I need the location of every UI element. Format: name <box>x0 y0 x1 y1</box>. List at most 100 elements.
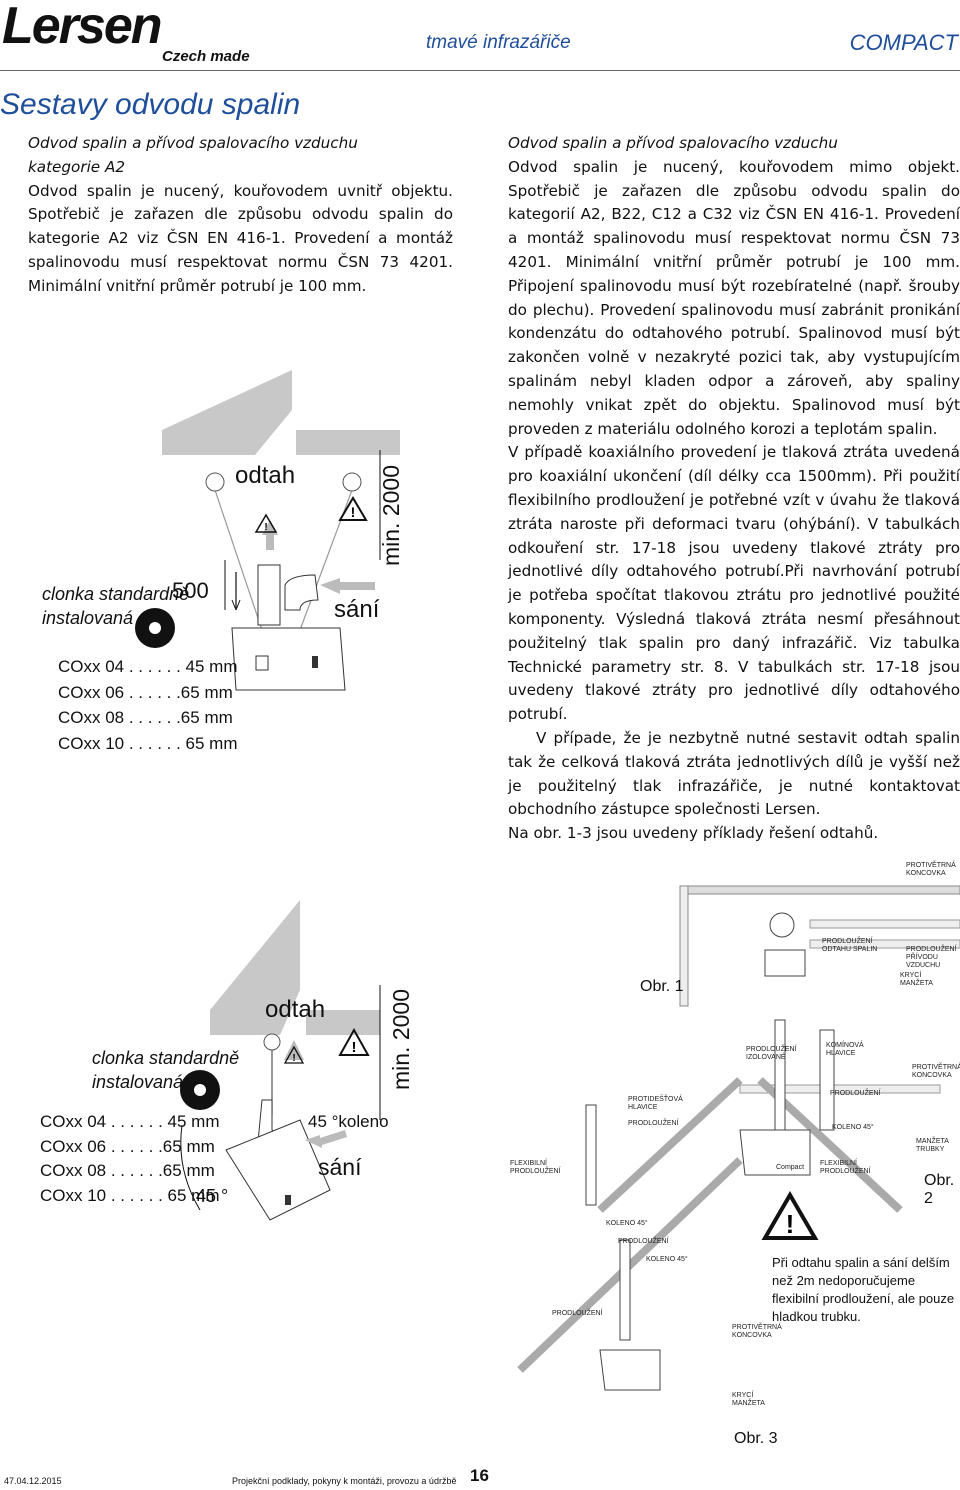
label-prodlouzeni-1: PRODLOUŽENÍ <box>628 1120 679 1127</box>
warning-triangle-icon <box>761 1191 819 1240</box>
figures-1-3: ! <box>517 885 960 1391</box>
footer-text: Projekční podklady, pokyny k montáži, pr… <box>232 1476 457 1486</box>
d2-sani-label: sání <box>318 1154 362 1180</box>
d2-min-label: min. 2000 <box>388 988 414 1090</box>
brand-logo: Lersen <box>2 0 163 55</box>
obr3-label: Obr. 3 <box>734 1430 778 1447</box>
d1-row: COxx 08 . . . . . .65 mm <box>58 708 233 727</box>
d1-min-label: min. 2000 <box>378 464 404 566</box>
warning-note: Při odtahu spalin a sání delším než 2m n… <box>772 1255 955 1324</box>
d2-clonka-label: clonka standardně instalovaná <box>92 1046 239 1094</box>
hanger-wire <box>214 489 263 631</box>
d1-clonka-label: clonka standardně instalovaná <box>42 582 189 630</box>
fig3-pipe <box>619 1239 631 1341</box>
right-paragraph-3: V případe, že je nezbytně nutné sestavit… <box>508 728 960 819</box>
svg-text:!: ! <box>786 1209 795 1239</box>
d2-row: COxx 10 . . . . . . 65 mm <box>40 1185 220 1205</box>
d1-sani-label: sání <box>334 596 380 623</box>
roof-shape <box>162 370 292 455</box>
label-prodl-odtahu: PRODLOUŽENÍ ODTAHU SPALIN <box>822 938 878 953</box>
d2-clonka-line1: clonka standardně <box>92 1048 240 1068</box>
right-text-block: Odvod spalin a přívod spalovacího vzduch… <box>508 132 960 846</box>
exhaust-pipe <box>257 564 281 626</box>
d1-row: COxx 10 . . . . . . 65 mm <box>58 733 238 753</box>
fig1-heater <box>764 949 806 977</box>
d2-dimension-table: COxx 04 . . . . . . 45 mm COxx 06 . . . … <box>40 1110 220 1208</box>
label-koleno-3: KOLENO 45° <box>646 1256 688 1263</box>
header-category: tmavé infrazářiče <box>426 32 571 53</box>
hook-icon <box>205 472 225 492</box>
d1-row: COxx 04 . . . . . . 45 mm <box>58 657 238 676</box>
page-number: 16 <box>470 1466 489 1485</box>
d2-odtah-label: odtah <box>265 996 326 1023</box>
header-divider <box>0 70 960 71</box>
label-compact: Compact <box>776 1164 805 1171</box>
label-protivetrna-1: PROTIVĚTRNÁ KONCOVKA <box>906 862 956 877</box>
label-prodlouzeni-4: PRODLOUŽENÍ <box>552 1310 603 1317</box>
brand-subtitle: Czech made <box>162 48 250 65</box>
left-subtitle-2: kategorie A2 <box>28 157 126 176</box>
elbow-pipe <box>284 574 319 611</box>
label-prodl-privodu: PRODLOUŽENÍ PŘÍVODU VZDUCHU <box>906 946 957 969</box>
header-product: COMPACT <box>849 30 958 55</box>
left-text-block: Odvod spalin a přívod spalovacího vzduch… <box>28 132 453 299</box>
label-protivetrna-2: PROTIVĚTRNÁ KONCOVKA <box>912 1064 960 1079</box>
label-protivetrna-3: PROTIVĚTRNÁ KONCOVKA <box>732 1324 782 1339</box>
label-kryci-1: KRYCÍ MANŽETA <box>900 972 933 987</box>
label-flex-1: FLEXIBILNÍ PRODLOUŽENÍ <box>510 1160 561 1175</box>
d2-row: COxx 04 . . . . . . 45 mm <box>40 1112 220 1131</box>
warning-icon-4 <box>338 1027 370 1056</box>
intake-arrow <box>320 578 375 594</box>
label-kominova: KOMÍNOVÁ HLAVICE <box>826 1042 864 1057</box>
svg-text:!: ! <box>292 1053 295 1064</box>
d1-odtah-label: odtah <box>235 462 296 489</box>
d1-clonka-line2: instalovaná <box>42 608 134 628</box>
d1-dimension-table: COxx 04 . . . . . . 45 mm COxx 06 . . . … <box>58 654 238 756</box>
fig2-pipe <box>585 1104 597 1206</box>
angle-arc <box>180 1124 201 1211</box>
label-prodl-izol: PRODLOUŽENÍ IZOLOVANÉ <box>746 1046 797 1061</box>
roof-shape-2 <box>210 900 300 1035</box>
right-subtitle: Odvod spalin a přívod spalovacího vzduch… <box>508 134 838 152</box>
heater-unit <box>231 627 346 691</box>
left-subtitle-1: Odvod spalin a přívod spalovacího vzduch… <box>28 134 358 152</box>
warning-icon-3 <box>283 1045 305 1064</box>
label-koleno-2: KOLENO 45° <box>606 1220 648 1227</box>
obr2-label: Obr. 2 <box>924 1172 955 1207</box>
d1-dim-500: 500 <box>172 578 209 603</box>
fig1-roof <box>679 885 960 895</box>
diagram-2: ! ! <box>180 900 381 1221</box>
left-body: Odvod spalin je nucený, kouřovodem uvnit… <box>28 181 453 295</box>
d1-clonka-line1: clonka standardně <box>42 584 190 604</box>
label-manzeta: MANŽETA TRUBKY <box>916 1138 949 1153</box>
fig3-heater <box>599 1349 661 1391</box>
right-paragraph-2: V případě koaxiálního provedení je tlako… <box>508 443 960 724</box>
d2-angle-label: 45 ° <box>196 1186 229 1206</box>
label-protidestova: PROTIDEŠŤOVÁ HLAVICE <box>628 1096 683 1111</box>
d2-row: COxx 06 . . . . . .65 mm <box>40 1136 215 1156</box>
svg-text:!: ! <box>264 522 267 533</box>
right-paragraph-1: Odvod spalin je nucený, kouřovodem mimo … <box>508 157 960 438</box>
right-paragraph-4: Na obr. 1-3 jsou uvedeny příklady řešení… <box>508 824 879 843</box>
intake-arrow-2 <box>305 1130 347 1148</box>
fig1-wall <box>679 885 689 1007</box>
diagram-1: ! ! <box>135 370 400 691</box>
footer-code: 47.04.12.2015 <box>4 1476 62 1486</box>
fig2-heater <box>739 1129 811 1176</box>
label-prodlouzeni-2: PRODLOUŽENÍ <box>830 1090 881 1097</box>
obr1-label: Obr. 1 <box>640 978 684 995</box>
d1-row: COxx 06 . . . . . .65 mm <box>58 682 233 702</box>
heater-unit-2 <box>225 1119 331 1221</box>
label-prodlouzeni-3: PRODLOUŽENÍ <box>618 1238 669 1245</box>
svg-text:!: ! <box>351 504 356 520</box>
label-flex-2: FLEXIBILNÍ PRODLOUŽENÍ <box>820 1160 871 1175</box>
d2-koleno-label: 45 °koleno <box>308 1112 389 1131</box>
d2-clonka-line2: instalovaná <box>92 1072 184 1092</box>
warning-icon <box>254 513 278 533</box>
page-title: Sestavy odvodu spalin <box>0 88 301 121</box>
label-kryci-2: KRYCÍ MANŽETA <box>732 1392 765 1407</box>
warning-icon-2 <box>338 496 368 521</box>
label-koleno-1: KOLENO 45° <box>832 1124 874 1131</box>
d2-row: COxx 08 . . . . . .65 mm <box>40 1161 215 1180</box>
svg-text:!: ! <box>352 1039 357 1056</box>
